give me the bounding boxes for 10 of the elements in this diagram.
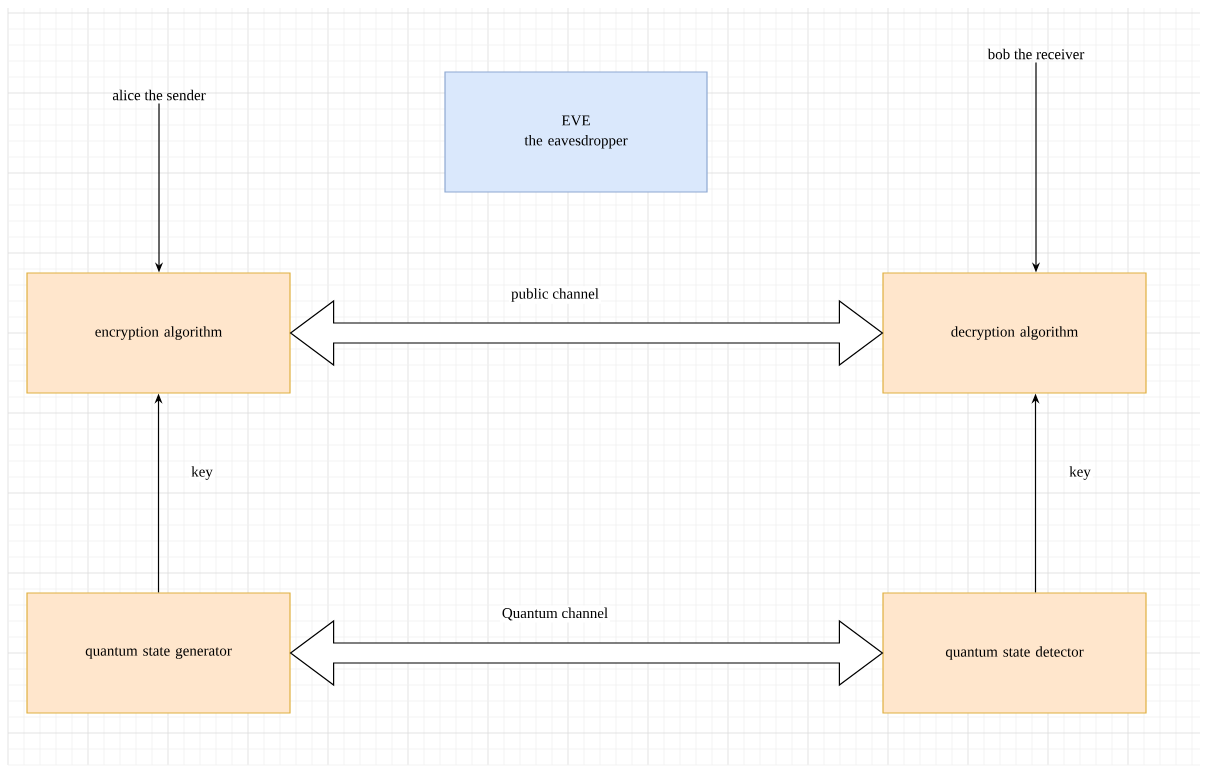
actor-label: alice the sender (112, 89, 206, 101)
process-box: decryption algorithm (882, 272, 1147, 394)
process-box: encryption algorithm (26, 272, 291, 394)
edge-label: key (189, 464, 215, 482)
process-box: quantum state generator (26, 592, 291, 714)
edge-label: key (1067, 464, 1093, 482)
process-box: quantum state detector (882, 592, 1147, 714)
actor-label: bob the receiver (987, 48, 1085, 60)
eavesdropper-box: EVE the eavesdropper (444, 71, 708, 193)
edge-label: public channel (509, 286, 601, 304)
